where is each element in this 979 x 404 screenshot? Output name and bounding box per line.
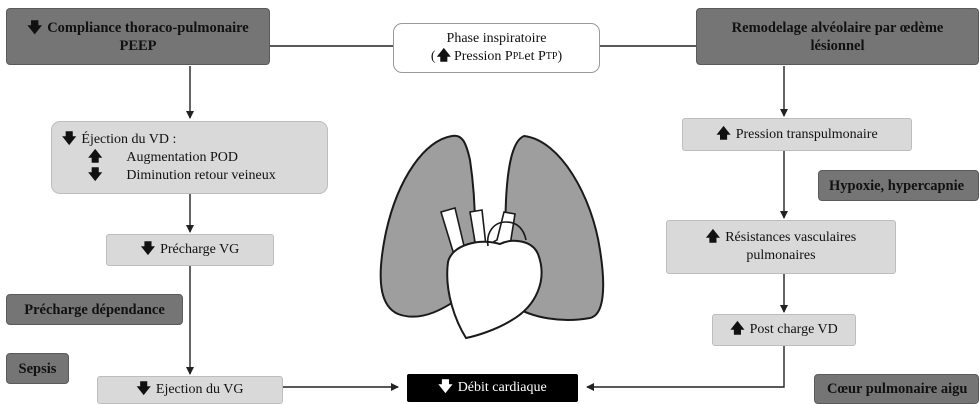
remodelage-label-2: lésionnel — [811, 37, 865, 55]
remodelage-box: Remodelage alvéolaire par œdème lésionne… — [696, 8, 979, 65]
resistances-label-1: Résistances vasculaires — [725, 229, 856, 247]
compliance-label: Compliance thoraco-pulmonaire — [47, 19, 249, 37]
sepsis-box: Sepsis — [6, 353, 69, 384]
hypoxie-box: Hypoxie, hypercapnie — [818, 170, 979, 201]
peep-label: PEEP — [119, 37, 156, 55]
ejection-vg-box: 🡇 Ejection du VG — [97, 376, 283, 404]
open-paren: ( — [431, 48, 436, 66]
sepsis-label: Sepsis — [19, 360, 57, 378]
precharge-dependance-box: Précharge dépendance — [6, 294, 183, 325]
coeur-pulmonaire-label: Cœur pulmonaire aigu — [827, 380, 967, 398]
et-p-label: et P — [524, 48, 545, 66]
sub-tp: TP — [546, 48, 558, 66]
coeur-pulmonaire-box: Cœur pulmonaire aigu — [814, 374, 979, 404]
resistances-box: 🡅 Résistances vasculaires pulmonaires — [666, 220, 896, 274]
lungs-heart-illustration — [381, 136, 604, 338]
arrow-up-icon: 🡅 — [716, 126, 730, 144]
arrow-down-icon: 🡇 — [136, 381, 150, 399]
post-charge-box: 🡅 Post charge VD — [712, 314, 856, 346]
arrow-postcharge-debit — [587, 346, 784, 387]
phase-inspiratoire-label: Phase inspiratoire — [447, 30, 547, 48]
arrow-down-icon: 🡇 — [27, 19, 42, 37]
arrow-down-icon: 🡇 — [438, 379, 452, 397]
sub-pl: PL — [513, 48, 525, 66]
augmentation-pod-label: Augmentation POD — [126, 149, 238, 167]
pression-transpulmonaire-label: Pression transpulmonaire — [736, 126, 878, 144]
remodelage-label-1: Remodelage alvéolaire par œdème — [732, 19, 944, 37]
arrow-down-icon: 🡇 — [141, 241, 155, 259]
precharge-vg-box: 🡇 Précharge VG — [106, 234, 274, 266]
debit-cardiaque-box: 🡇 Débit cardiaque — [407, 374, 578, 402]
heart-shape — [447, 241, 541, 338]
ejection-vd-box: 🡇 Éjection du VD : 🡅 Augmentation POD 🡇 Dim… — [51, 121, 328, 194]
arrow-up-icon: 🡅 — [437, 48, 451, 66]
precharge-dependance-label: Précharge dépendance — [24, 301, 165, 319]
pression-transpulmonaire-box: 🡅 Pression transpulmonaire — [682, 118, 912, 151]
hypoxie-label: Hypoxie, hypercapnie — [829, 177, 964, 195]
post-charge-label: Post charge VD — [750, 321, 838, 339]
pression-p-label: Pression P — [454, 48, 513, 66]
close-paren: ) — [557, 48, 562, 66]
arrow-up-icon: 🡅 — [730, 321, 744, 339]
compliance-box: 🡇 Compliance thoraco-pulmonaire PEEP — [6, 8, 270, 65]
arrow-down-icon: 🡇 — [62, 131, 76, 149]
arrow-down-icon: 🡇 — [88, 167, 102, 185]
arrow-up-icon: 🡅 — [88, 149, 102, 167]
ejection-vg-label: Ejection du VG — [156, 381, 244, 399]
precharge-vg-label: Précharge VG — [160, 241, 239, 259]
resistances-label-2: pulmonaires — [746, 247, 815, 265]
arrow-up-icon: 🡅 — [706, 229, 720, 247]
ejection-vd-title: Éjection du VD : — [81, 131, 176, 149]
debit-cardiaque-label: Débit cardiaque — [458, 379, 547, 397]
diminution-retour-label: Diminution retour veineux — [126, 167, 275, 185]
